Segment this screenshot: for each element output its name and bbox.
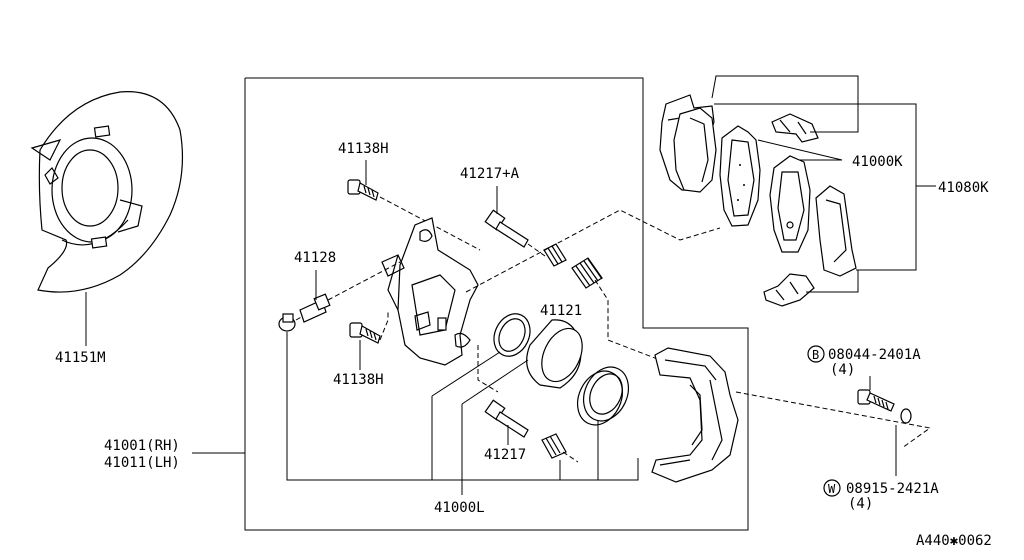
- piston-dust-boot: [576, 366, 630, 426]
- svg-text:B: B: [812, 348, 819, 362]
- label-caliper-rh: 41001(RH): [104, 438, 180, 454]
- caliper-bolt-top: [347, 179, 379, 201]
- outer-pad: [673, 107, 717, 193]
- caliper-bolt-bottom: [349, 322, 381, 344]
- inner-shim: [769, 155, 811, 253]
- label-bolt-top: 41138H: [338, 141, 389, 157]
- label-pad-kit: 41000K: [852, 154, 903, 170]
- label-bolt-b-qty: (4): [830, 362, 855, 378]
- label-caliper-lh: 41011(LH): [104, 455, 180, 471]
- caliper-assembly-box: [244, 77, 749, 531]
- caliper-bracket: [651, 347, 739, 483]
- label-washer-w: 08915-2421A: [846, 481, 939, 497]
- figure-id: A440✱0062: [916, 533, 992, 549]
- label-washer-w-qty: (4): [848, 496, 873, 512]
- label-pin-top: 41217+A: [460, 166, 520, 182]
- piston: [526, 319, 583, 389]
- pad-clip-bottom: [763, 273, 815, 307]
- washer-marker-w: W: [823, 479, 841, 497]
- lock-washer: [900, 408, 912, 424]
- label-splash-shield: 41151M: [55, 350, 106, 366]
- label-bleeder: 41128: [294, 250, 336, 266]
- bolt-marker-b: B: [807, 345, 825, 363]
- label-pin-bottom: 41217: [484, 447, 526, 463]
- guide-pin-bottom: [484, 399, 529, 438]
- label-bolt-bottom: 41138H: [333, 372, 384, 388]
- pin-boot-top: [543, 243, 567, 267]
- pin-bushing: [571, 257, 603, 289]
- label-pad-set: 41080K: [938, 180, 989, 196]
- bleeder-cap: [278, 313, 296, 332]
- label-bolt-b: 08044-2401A: [828, 347, 921, 363]
- caliper-body: [381, 217, 479, 366]
- pin-boot-bottom: [541, 433, 567, 459]
- pad-clip-top: [771, 113, 819, 143]
- inner-pad: [719, 125, 761, 227]
- bleeder-screw: [299, 293, 331, 323]
- label-piston-seal: 41121: [540, 303, 582, 319]
- guide-pin-top: [484, 209, 529, 248]
- mounting-bolt: [857, 389, 895, 412]
- label-caliper-assy: 41000L: [434, 500, 485, 516]
- anti-rattle-pad: [815, 185, 857, 277]
- piston-seal: [493, 313, 531, 357]
- svg-text:W: W: [828, 482, 836, 496]
- splash-shield-part: [30, 91, 184, 293]
